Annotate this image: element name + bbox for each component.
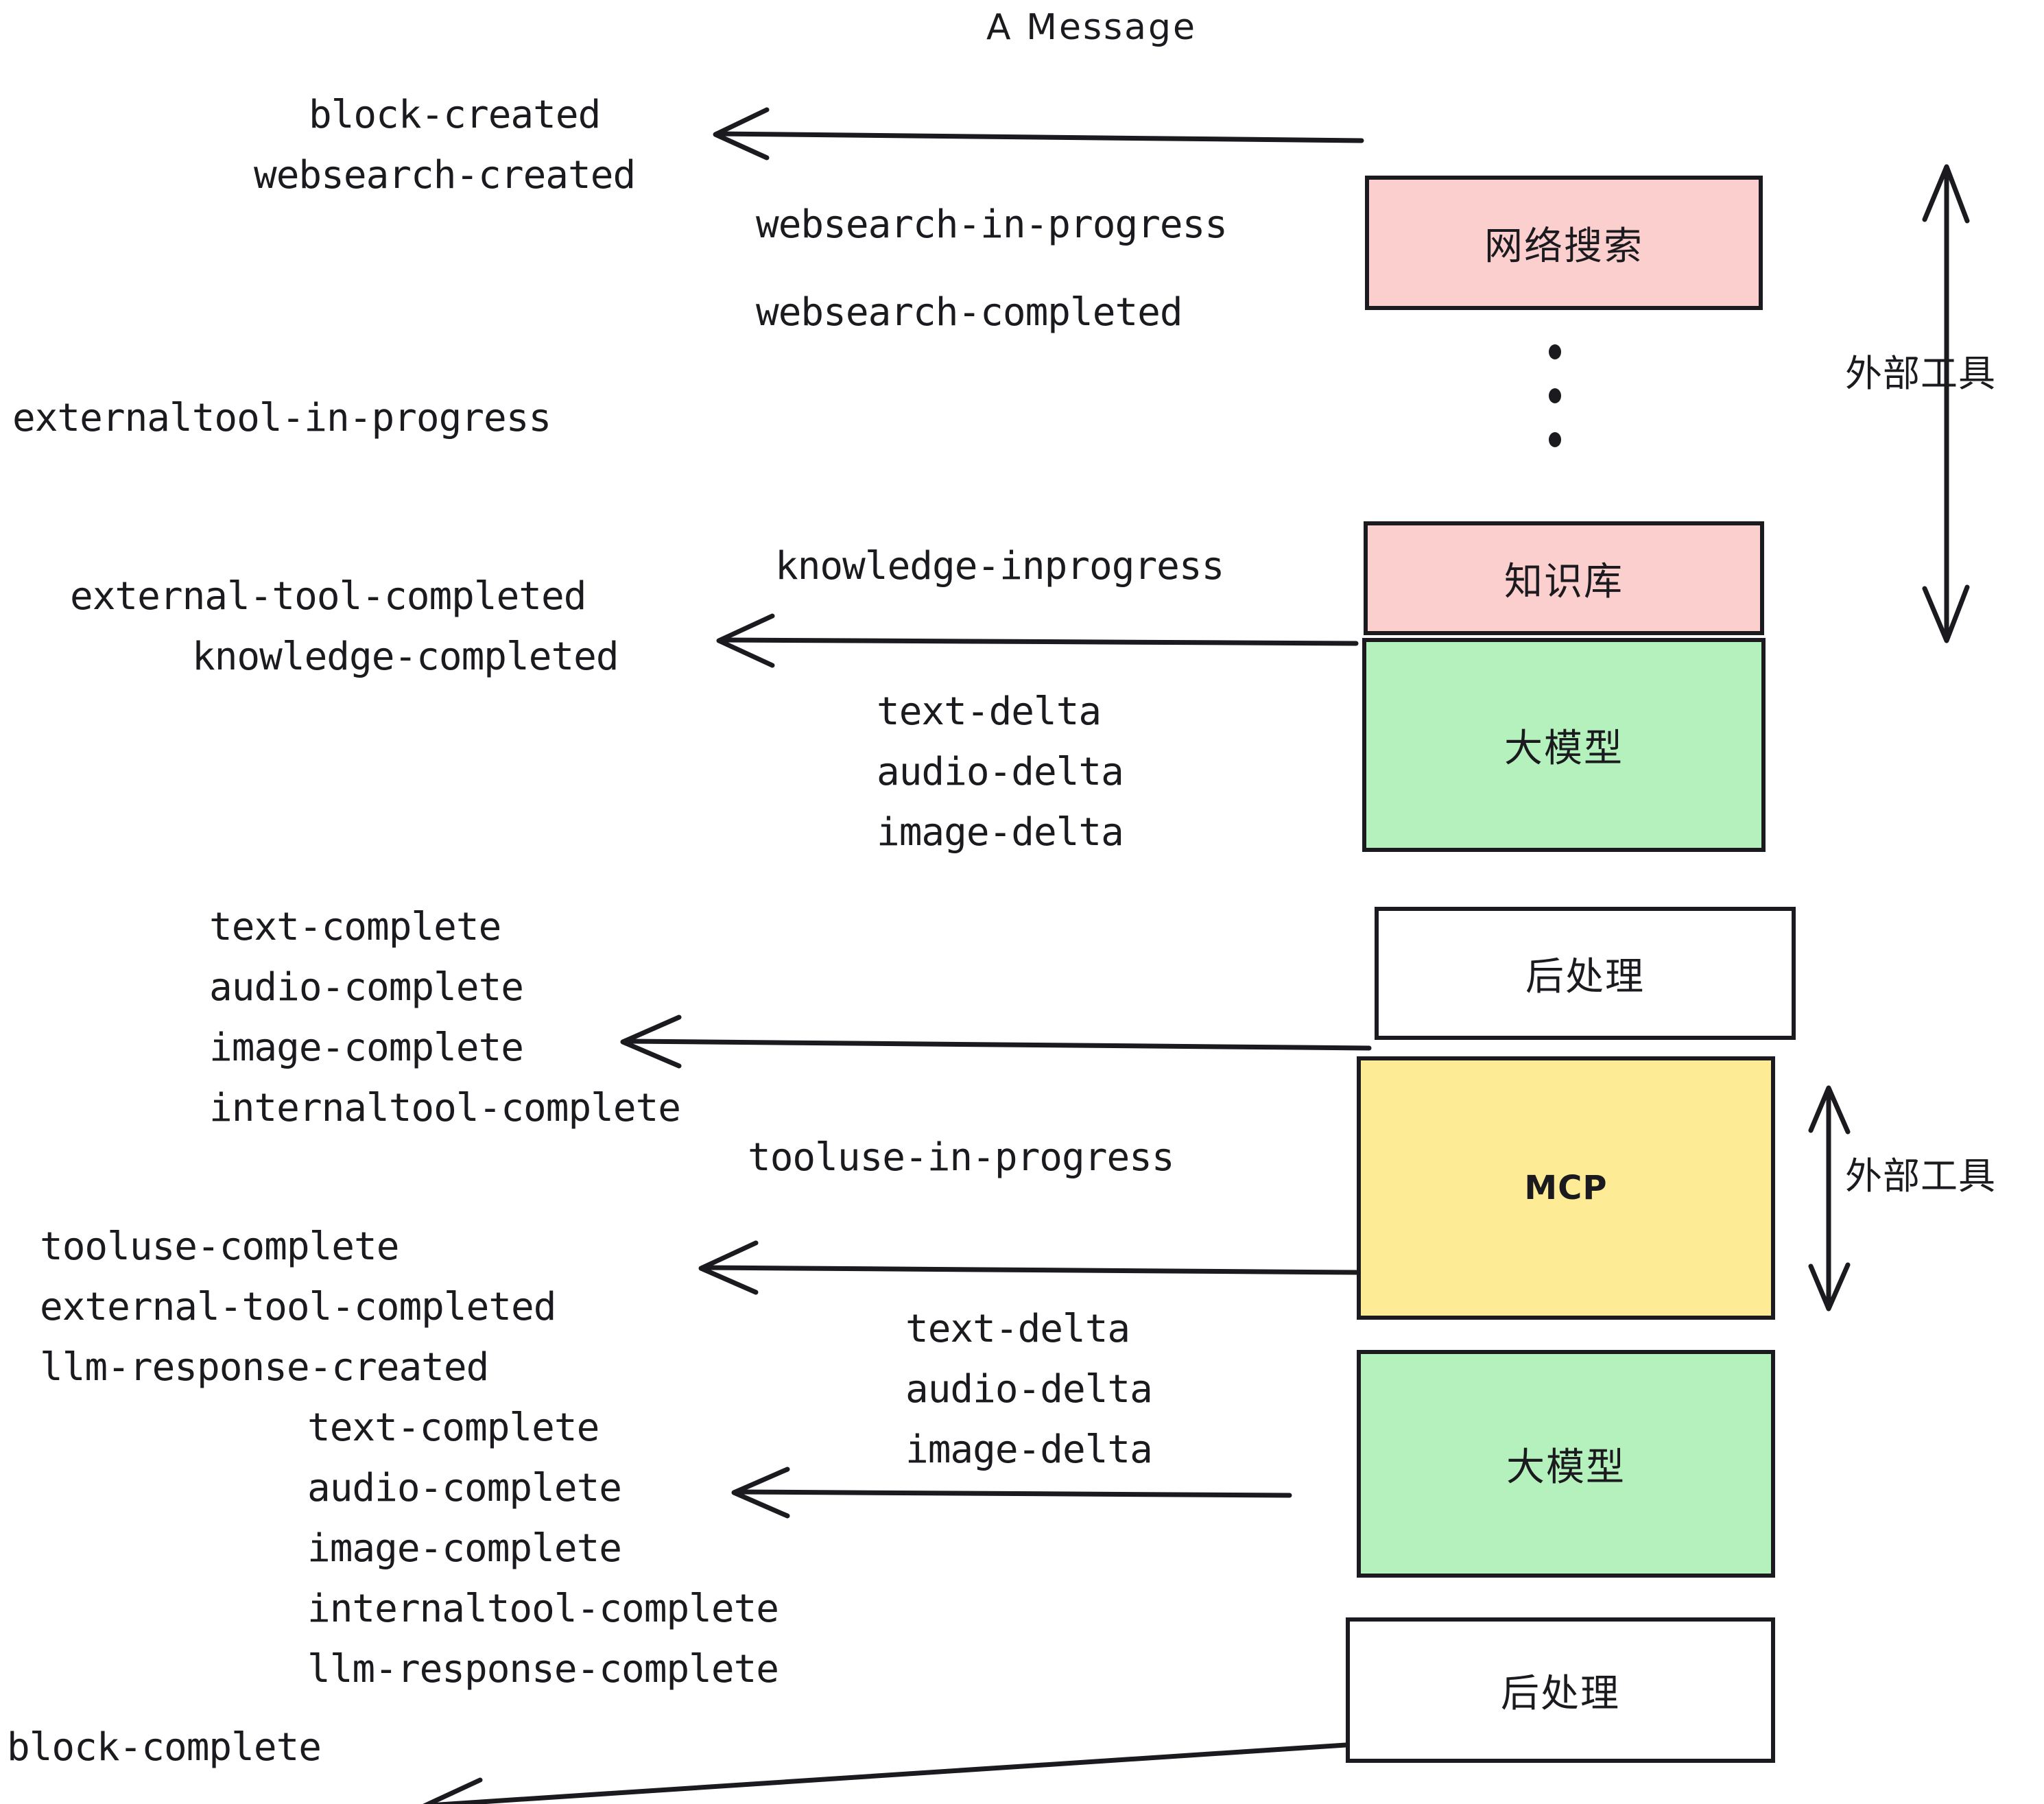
event-label-block-created: block-created [309, 93, 601, 137]
page-title: A Message [986, 7, 1198, 48]
node-box-websearch[interactable]: 网络搜索 [1365, 176, 1763, 310]
event-label-websearch-created: websearch-created [254, 153, 636, 198]
event-label-audio-delta-2: audio-delta [905, 1367, 1153, 1412]
event-label-knowledge-completed: knowledge-completed [192, 634, 619, 679]
event-label-text-delta-1: text-delta [877, 689, 1102, 734]
event-label-tooluse-in-progress: tooluse-in-progress [748, 1135, 1175, 1180]
event-label-internaltool-complete-2: internaltool-complete [307, 1587, 779, 1631]
node-box-mcp[interactable]: MCP [1357, 1056, 1775, 1320]
group-label-external-tools-top: 外部工具 [1845, 352, 1996, 395]
node-box-llm-1[interactable]: 大模型 [1362, 638, 1766, 852]
event-label-image-complete-2: image-complete [307, 1526, 622, 1571]
event-label-websearch-completed: websearch-completed [756, 290, 1183, 335]
event-label-block-complete: block-complete [7, 1725, 322, 1770]
event-label-tooluse-complete: tooluse-complete [40, 1224, 399, 1269]
event-label-image-delta-1: image-delta [877, 810, 1124, 855]
arrow-mcp-to-tooluse-complete [698, 1240, 1359, 1295]
event-label-audio-complete-1: audio-complete [209, 965, 524, 1010]
node-box-llm-2[interactable]: 大模型 [1357, 1350, 1775, 1578]
event-label-text-complete-1: text-complete [209, 905, 501, 949]
double-arrow-external-tools-top [1922, 164, 1970, 643]
vertical-ellipsis-icon [1547, 344, 1562, 447]
event-label-externaltool-in-progress: externaltool-in-progress [12, 396, 551, 440]
node-box-knowledge[interactable]: 知识库 [1364, 521, 1764, 635]
node-box-postprocess-1[interactable]: 后处理 [1375, 907, 1796, 1040]
event-label-websearch-in-progress: websearch-in-progress [756, 202, 1228, 247]
event-label-external-tool-completed-1: external-tool-completed [70, 574, 586, 619]
event-label-image-delta-2: image-delta [905, 1427, 1153, 1472]
arrow-websearch-to-block-created [713, 107, 1364, 161]
event-label-image-complete-1: image-complete [209, 1025, 524, 1070]
event-label-internaltool-complete-1: internaltool-complete [209, 1086, 681, 1130]
arrow-llm2-to-audio-complete [731, 1467, 1292, 1519]
event-label-text-delta-2: text-delta [905, 1307, 1130, 1351]
node-box-postprocess-2[interactable]: 后处理 [1346, 1617, 1775, 1763]
event-label-llm-response-created: llm-response-created [40, 1345, 489, 1390]
event-label-llm-response-complete: llm-response-complete [307, 1647, 779, 1692]
event-label-knowledge-inprogress: knowledge-inprogress [775, 544, 1224, 589]
arrow-knowledge-to-knowledge-completed [716, 613, 1359, 668]
double-arrow-external-tools-bottom [1808, 1085, 1851, 1312]
event-label-text-complete-2: text-complete [307, 1405, 599, 1450]
arrow-postprocess-to-image-complete [620, 1014, 1372, 1069]
event-label-external-tool-completed-2: external-tool-completed [40, 1285, 556, 1329]
event-label-audio-complete-2: audio-complete [307, 1466, 622, 1510]
event-label-audio-delta-1: audio-delta [877, 750, 1124, 794]
arrow-postprocess2-to-block-complete [423, 1742, 1348, 1804]
group-label-external-tools-bottom: 外部工具 [1845, 1154, 1996, 1198]
